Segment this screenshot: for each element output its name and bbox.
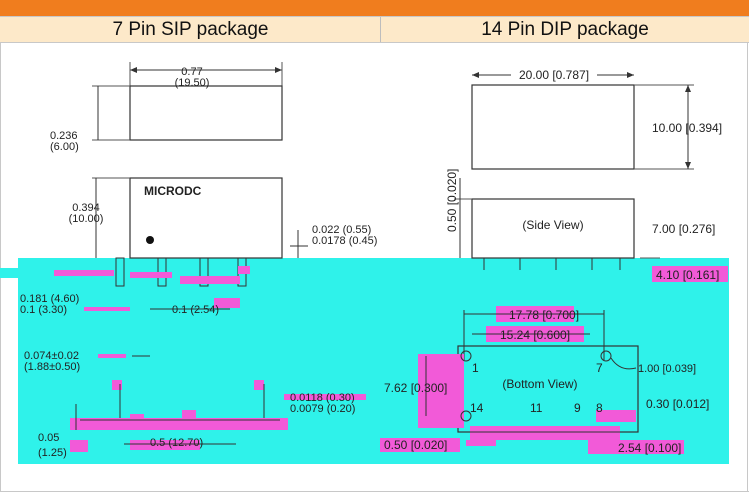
dip-pin-dia: 1.00 [0.039] bbox=[638, 363, 696, 375]
sip-width-mm: (19.50) bbox=[175, 77, 210, 89]
sip-top-h-mm: (6.00) bbox=[50, 141, 79, 153]
header-divider bbox=[380, 17, 381, 42]
dip-bottom-view-label: (Bottom View) bbox=[502, 377, 577, 391]
sip-width-in: 0.77 bbox=[181, 66, 202, 78]
dip-pin14: 14 bbox=[470, 401, 484, 415]
sip-pitch: 0.1 (2.54) bbox=[172, 304, 219, 316]
dip-pin9: 9 bbox=[574, 401, 581, 415]
dip-row-span: 17.78 [0.700] bbox=[509, 308, 579, 322]
header-accent-bar bbox=[0, 0, 749, 16]
sip-top-view bbox=[92, 62, 283, 141]
dip-pin8: 8 bbox=[596, 401, 603, 415]
sip-pins bbox=[54, 257, 250, 287]
header-dip: 14 Pin DIP package bbox=[481, 19, 649, 40]
sip-artifact-c bbox=[98, 354, 126, 358]
sip-lead-thk1: 0.0118 (0.30) bbox=[290, 392, 355, 404]
dip-lead-w: 0.30 [0.012] bbox=[646, 397, 709, 411]
dip-height: 10.00 [0.394] bbox=[652, 121, 722, 135]
dip-pin-len-bg bbox=[652, 266, 728, 282]
sip-brand: MICRODC bbox=[144, 184, 202, 198]
dip-pad-bg bbox=[380, 438, 460, 452]
sip-bottom-in: 0.05 bbox=[38, 432, 59, 444]
sip-pin-thk-mm: (1.88±0.50) bbox=[24, 361, 80, 373]
sip-body-h-mm: (10.00) bbox=[69, 213, 104, 225]
panel-border-right bbox=[747, 43, 748, 492]
sip-artifact-d bbox=[284, 394, 366, 400]
sip-artifact-a bbox=[84, 307, 130, 311]
cyan-artifact-band bbox=[18, 258, 729, 464]
dip-row-pitch: 7.62 [0.300] bbox=[384, 381, 447, 395]
sip-pin-len: 0.181 (4.60) bbox=[20, 293, 79, 305]
dip-pitch: 2.54 [0.100] bbox=[618, 441, 681, 455]
dip-width: 20.00 [0.787] bbox=[519, 68, 589, 82]
dip-pin-len: 4.10 [0.161] bbox=[656, 268, 719, 282]
sip-pin-w1: 0.022 (0.55) bbox=[312, 224, 371, 236]
cyan-artifact-strip bbox=[0, 268, 18, 278]
sip-pin-thk-in: 0.074±0.02 bbox=[24, 350, 79, 362]
dip-side-view bbox=[454, 178, 660, 259]
panel-border-left bbox=[0, 43, 1, 492]
dip-pad: 0.50 [0.020] bbox=[384, 438, 447, 452]
dip-pitch-bg bbox=[588, 440, 684, 454]
dip-inner-span: 15.24 [0.600] bbox=[500, 328, 570, 342]
sip-bottom-mm: (1.25) bbox=[38, 447, 67, 459]
dip-side-pins bbox=[483, 258, 621, 270]
table-header-row: 7 Pin SIP package 14 Pin DIP package bbox=[0, 16, 749, 43]
sip-artifact-b bbox=[214, 298, 240, 308]
dip-standoff: 0.50 [0.020] bbox=[445, 169, 459, 232]
sip-top-h-in: 0.236 bbox=[50, 130, 78, 142]
sip-pin-w2: 0.0178 (0.45) bbox=[312, 235, 377, 247]
sip-pin-len2: 0.1 (3.30) bbox=[20, 304, 67, 316]
dip-pin11: 11 bbox=[530, 401, 543, 415]
sip-side-view bbox=[70, 380, 288, 452]
dip-width-label-bg bbox=[511, 67, 597, 81]
dip-pin1: 1 bbox=[472, 361, 479, 375]
sip-span: 0.5 (12.70) bbox=[150, 437, 203, 449]
dip-bottom-view bbox=[418, 306, 639, 440]
dip-side-view-label: (Side View) bbox=[522, 218, 583, 232]
dip-pin7: 7 bbox=[596, 361, 603, 375]
sip-body-h-in: 0.394 bbox=[72, 202, 100, 214]
sip-lead-thk2: 0.0079 (0.20) bbox=[290, 403, 355, 415]
dip-artifact-a bbox=[466, 440, 496, 446]
header-sip: 7 Pin SIP package bbox=[112, 19, 269, 40]
dip-body-h: 7.00 [0.276] bbox=[652, 222, 715, 236]
